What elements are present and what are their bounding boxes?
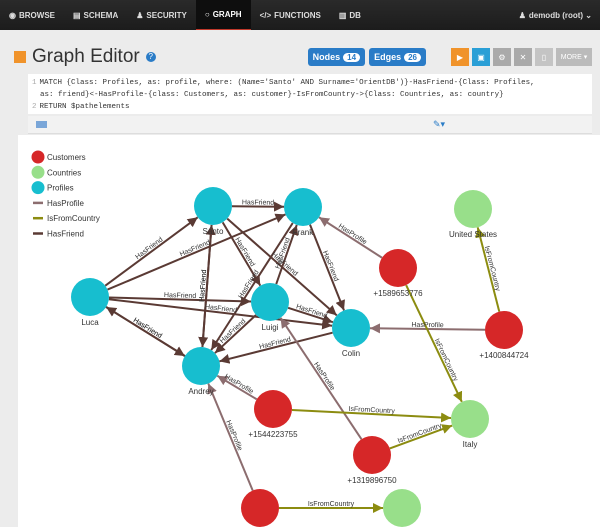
node-c7[interactable] xyxy=(383,489,421,527)
more-button[interactable]: MORE ▾ xyxy=(556,48,592,66)
node--1319896750[interactable] xyxy=(353,436,391,474)
node-frank[interactable] xyxy=(284,188,322,226)
node-label: United States xyxy=(449,230,497,239)
legend-label: HasProfile xyxy=(47,199,84,208)
edge-hasprofile[interactable] xyxy=(279,317,363,440)
edge-hasfriend[interactable] xyxy=(275,224,299,285)
edge-label: HasProfile xyxy=(411,322,443,329)
edge-label: HasProfile xyxy=(223,373,254,396)
edge-hasprofile[interactable] xyxy=(318,216,383,259)
node-united-states[interactable] xyxy=(454,190,492,228)
node--1544223755[interactable] xyxy=(254,390,292,428)
legend-profiles-swatch xyxy=(31,181,45,195)
edge-isfromcountry[interactable] xyxy=(389,424,453,450)
edge-label: HasFriend xyxy=(259,336,292,351)
legend-label: Profiles xyxy=(47,184,74,193)
node-label: Luca xyxy=(81,318,99,327)
node-italy[interactable] xyxy=(451,400,489,438)
node-label: +1544223755 xyxy=(248,430,298,439)
save-button[interactable]: ▣ xyxy=(472,48,490,66)
edge-isfromcountry[interactable] xyxy=(291,408,452,423)
edge-hasfriend[interactable] xyxy=(221,221,262,287)
edge-hasfriend[interactable] xyxy=(104,216,199,287)
edge-label: IsFromCountry xyxy=(308,501,355,508)
edge-label: IsFromCountry xyxy=(433,338,459,383)
edge-hasprofile[interactable] xyxy=(216,374,258,401)
edge-label: HasFriend xyxy=(242,199,274,206)
page-title: Graph Editor xyxy=(32,46,140,67)
node-label: Italy xyxy=(463,440,478,449)
node-label: Frank xyxy=(293,228,314,237)
image-export-icon[interactable] xyxy=(36,121,47,128)
nav-db[interactable]: ▥ DB xyxy=(338,10,361,20)
edge-hasfriend[interactable] xyxy=(219,331,333,364)
nav-graph[interactable]: ○ GRAPH xyxy=(195,0,251,30)
edge-hasfriend[interactable] xyxy=(287,306,334,324)
edge-label: HasFriend xyxy=(199,269,208,302)
legend-label: IsFromCountry xyxy=(47,214,100,223)
legend-customers-swatch xyxy=(31,150,45,164)
edge-label: HasFriend xyxy=(132,317,163,340)
node-luigi[interactable] xyxy=(251,283,289,321)
edge-hasfriend[interactable] xyxy=(108,298,333,330)
edge-label: HasFriend xyxy=(204,304,237,315)
node-label: +1589653776 xyxy=(373,289,423,298)
edge-hasfriend[interactable] xyxy=(107,213,286,291)
edge-hasfriend[interactable] xyxy=(108,296,252,307)
node-label: Colin xyxy=(342,349,360,358)
legend-label: HasFriend xyxy=(47,230,84,239)
node-luca[interactable] xyxy=(71,278,109,316)
fullscreen-button[interactable]: ✕ xyxy=(514,48,532,66)
nav-schema[interactable]: ▤ SCHEMA xyxy=(72,10,119,20)
legend-label: Customers xyxy=(47,153,86,162)
run-button[interactable]: ▶ xyxy=(451,48,469,66)
node-label: +1400844724 xyxy=(479,351,529,360)
edge-label: HasFriend xyxy=(199,269,208,302)
edge-hasfriend[interactable] xyxy=(201,224,216,348)
delete-button[interactable]: ▯ xyxy=(535,48,553,66)
nav-security[interactable]: ♟ SECURITY xyxy=(136,10,187,20)
nav-browse[interactable]: ◉ BROWSE xyxy=(9,10,55,20)
node-label: Santo xyxy=(203,227,224,236)
settings-button[interactable]: ⚙ xyxy=(493,48,511,66)
edge-hasfriend[interactable] xyxy=(309,224,345,311)
edge-hasfriend[interactable] xyxy=(210,222,294,351)
graph-toolbar: ✎▾ xyxy=(28,116,592,134)
edge-label: IsFromCountry xyxy=(348,406,395,415)
edge-hasfriend[interactable] xyxy=(214,314,257,354)
node-c5[interactable] xyxy=(241,489,279,527)
legend-countries-swatch xyxy=(31,165,45,179)
node-santo[interactable] xyxy=(194,187,232,225)
nav-functions[interactable]: </> FUNCTIONS xyxy=(259,10,321,20)
node-label: Luigi xyxy=(262,323,279,332)
graph-editor-icon xyxy=(14,51,26,63)
edge-label: HasProfile xyxy=(312,361,336,392)
node-label: +1319896750 xyxy=(347,476,397,485)
edge-isfromcountry[interactable] xyxy=(475,227,501,312)
edge-hasprofile[interactable] xyxy=(207,383,254,491)
node-label: Andrey xyxy=(188,387,213,396)
edge-label: HasFriend xyxy=(164,292,197,300)
top-nav: ◉ BROWSE ▤ SCHEMA ♟ SECURITY ○ GRAPH </>… xyxy=(0,0,600,30)
node-colin[interactable] xyxy=(332,309,370,347)
edge-label: HasFriend xyxy=(134,236,164,261)
node-andrey[interactable] xyxy=(182,347,220,385)
node--1589653776[interactable] xyxy=(379,249,417,287)
help-icon[interactable]: ? xyxy=(145,52,156,62)
edge-hasfriend[interactable] xyxy=(231,201,285,212)
edge-isfromcountry[interactable] xyxy=(405,284,463,403)
user-menu[interactable]: ♟ demodb (root) ⌄ xyxy=(518,10,592,20)
node--1400844724[interactable] xyxy=(485,311,523,349)
edge-hasfriend[interactable] xyxy=(105,306,186,357)
wrench-icon[interactable]: ✎▾ xyxy=(433,119,446,129)
edge-label: IsFromCountry xyxy=(397,422,443,445)
edge-label: HasProfile xyxy=(337,223,368,246)
legend-label: Countries xyxy=(47,168,81,177)
